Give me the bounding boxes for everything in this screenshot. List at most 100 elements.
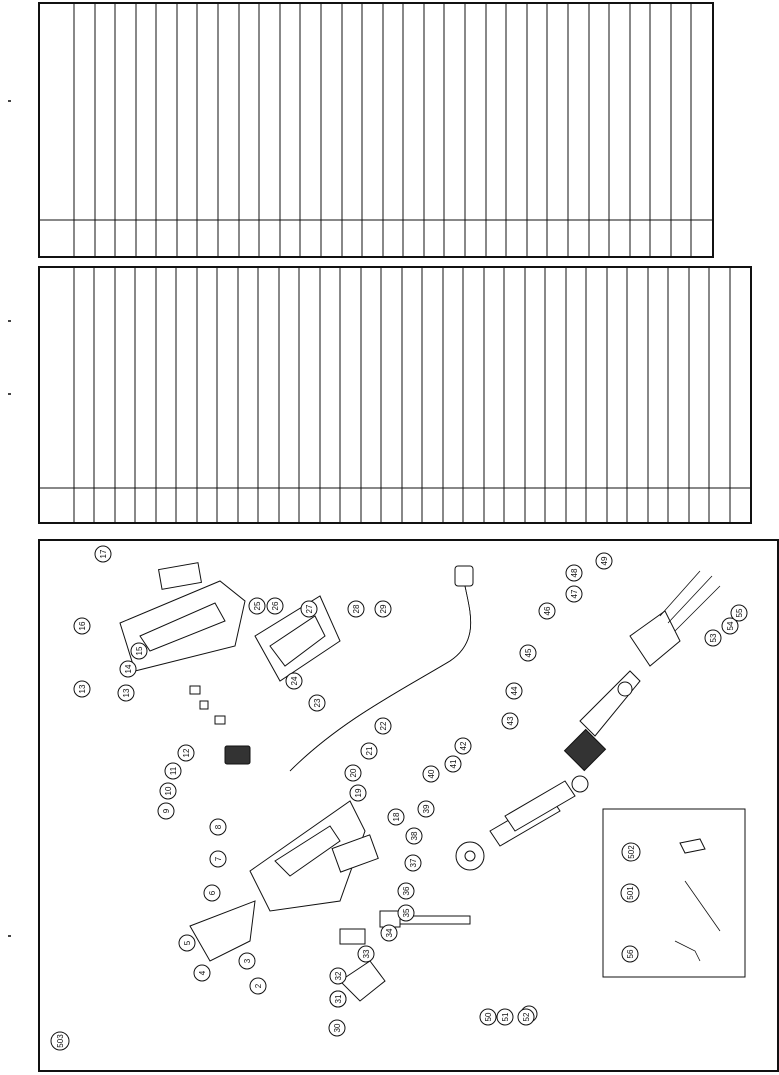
- callout-number: 52: [522, 1012, 531, 1021]
- callout-number: 11: [169, 766, 178, 775]
- callout-circle: [374, 600, 392, 618]
- parts-table-bottom-grid: [40, 268, 750, 522]
- callout-number: 3: [243, 958, 252, 963]
- callout-number: 8: [214, 824, 223, 829]
- callout-number: 39: [422, 804, 431, 813]
- part-callout-13: 13: [117, 684, 135, 702]
- callout-circle: [730, 604, 748, 622]
- exploded-view-drawing: 1234567891011121313141516171819202122232…: [50, 545, 748, 1051]
- callout-circle: [479, 1008, 497, 1026]
- callout-number: 56: [626, 949, 635, 958]
- callout-circle: [119, 660, 137, 678]
- part-callout-52: 52: [517, 1008, 535, 1026]
- part-callout-49: 49: [595, 552, 613, 570]
- stator: [629, 570, 721, 667]
- margin-mark: [8, 393, 11, 395]
- part-callout-31: 31: [329, 990, 347, 1008]
- callout-number: 31: [334, 994, 343, 1003]
- callout-circle: [130, 642, 148, 660]
- callout-number: 7: [214, 856, 223, 861]
- part-callout-4: 4: [193, 964, 211, 982]
- callout-number: 13: [78, 684, 87, 693]
- callout-number: 9: [162, 808, 171, 813]
- callout-number: 44: [510, 686, 519, 695]
- callout-circle: [397, 882, 415, 900]
- part-callout-47: 47: [565, 585, 583, 603]
- part-callout-20: 20: [344, 764, 362, 782]
- part-callout-19: 19: [349, 784, 367, 802]
- callout-circle: [595, 552, 613, 570]
- callout-number: 26: [271, 601, 280, 610]
- callout-number: 40: [427, 769, 436, 778]
- callout-circle: [357, 945, 375, 963]
- callout-circle: [164, 762, 182, 780]
- callout-number: 51: [501, 1012, 510, 1021]
- callout-circle: [308, 694, 326, 712]
- callout-circle: [157, 802, 175, 820]
- callout-number: 43: [506, 716, 515, 725]
- part-callout-35: 35: [397, 904, 415, 922]
- part-callout-30: 30: [328, 1019, 346, 1037]
- callout-number: 503: [56, 1034, 65, 1048]
- callout-number: 45: [524, 648, 533, 657]
- small-part: [189, 685, 201, 695]
- callout-number: 46: [543, 606, 552, 615]
- part-callout-16: 16: [73, 617, 91, 635]
- callout-number: 37: [409, 858, 418, 867]
- callout-circle: [347, 600, 365, 618]
- part-callout-45: 45: [519, 644, 537, 662]
- callout-number: 501: [626, 886, 635, 900]
- part-callout-10: 10: [159, 782, 177, 800]
- callout-number: 27: [305, 604, 314, 613]
- callout-circle: [177, 744, 195, 762]
- callout-number: 55: [735, 608, 744, 617]
- callout-number: 47: [570, 589, 579, 598]
- callout-circle: [397, 904, 415, 922]
- part-callout-50: 50: [479, 1008, 497, 1026]
- part-callout-15: 15: [130, 642, 148, 660]
- part-callout-25: 25: [248, 597, 266, 615]
- part-callout-27: 27: [300, 600, 318, 618]
- callout-number: 42: [459, 741, 468, 750]
- callout-number: 21: [365, 746, 374, 755]
- callout-number: 18: [392, 812, 401, 821]
- callout-number: 35: [402, 908, 411, 917]
- callout-circle: [329, 990, 347, 1008]
- callout-circle: [329, 967, 347, 985]
- callout-number: 29: [379, 604, 388, 613]
- callout-circle: [159, 782, 177, 800]
- callout-number: 50: [484, 1012, 493, 1021]
- callout-circle: [300, 600, 318, 618]
- callout-circle: [496, 1008, 514, 1026]
- callout-circle: [178, 934, 196, 952]
- part-callout-44: 44: [505, 682, 523, 700]
- armature: [563, 670, 641, 793]
- part-callout-3: 3: [238, 952, 256, 970]
- part-callout-503: 503: [50, 1031, 70, 1051]
- small-part: [199, 700, 209, 710]
- callout-number: 6: [208, 890, 217, 895]
- callout-circle: [721, 617, 739, 635]
- callout-circle: [193, 964, 211, 982]
- callout-number: 25: [253, 601, 262, 610]
- part-callout-7: 7: [209, 850, 227, 868]
- callout-circle: [405, 827, 423, 845]
- part-callout-34: 34: [380, 924, 398, 942]
- callout-circle: [94, 545, 112, 563]
- callout-circle: [454, 737, 472, 755]
- part-callout-13: 13: [73, 680, 91, 698]
- callout-circle: [117, 684, 135, 702]
- part-callout-14: 14: [119, 660, 137, 678]
- part-callout-32: 32: [329, 967, 347, 985]
- callout-circle: [203, 884, 221, 902]
- part-callout-12: 12: [177, 744, 195, 762]
- margin-mark: [8, 935, 11, 937]
- margin-mark: [8, 320, 11, 322]
- part-callout-26: 26: [266, 597, 284, 615]
- callout-circle: [444, 755, 462, 773]
- part-callout-501: 501: [620, 883, 640, 903]
- callout-number: 30: [333, 1023, 342, 1032]
- part-callout-38: 38: [405, 827, 423, 845]
- callout-number: 12: [182, 748, 191, 757]
- callout-circle: [704, 629, 722, 647]
